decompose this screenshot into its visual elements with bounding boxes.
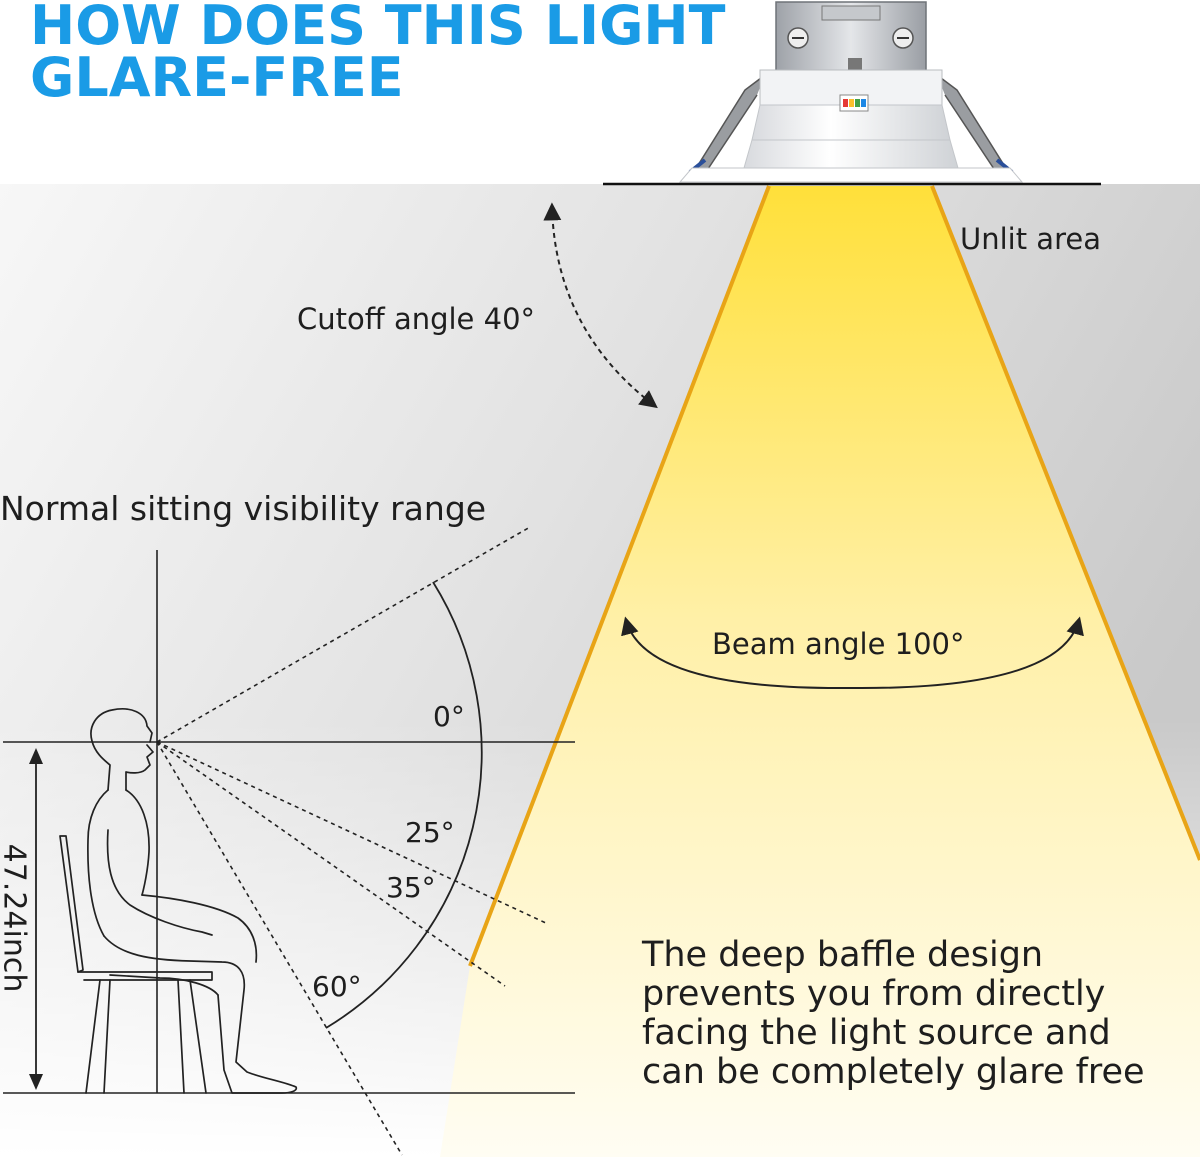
description-line-1: The deep baffle design — [642, 935, 1044, 975]
beam-edge-right — [930, 185, 1200, 861]
description-line-4: can be completely glare free — [642, 1052, 1145, 1092]
angle-35-label: 35° — [386, 871, 436, 904]
cutoff-angle-label: Cutoff angle 40° — [297, 302, 536, 336]
page-title: HOW DOES THIS LIGHT GLARE-FREE — [30, 0, 726, 109]
angle-25-label: 25° — [405, 816, 455, 849]
seated-person — [59, 708, 298, 1094]
height-dimension — [29, 748, 43, 1090]
beam-angle-label: Beam angle 100° — [712, 627, 965, 661]
downlight-fixture — [678, 1, 1024, 183]
visibility-arc — [325, 581, 483, 1029]
beam-edge-left — [468, 185, 771, 967]
angle-60-label: 60° — [312, 970, 362, 1003]
sight-line-60 — [156, 741, 403, 1156]
angle-0-label: 0° — [433, 700, 465, 733]
description-line-3: facing the light source and — [642, 1013, 1111, 1053]
cutoff-angle-arrow — [543, 202, 658, 409]
beam-angle-arrow — [621, 616, 1084, 690]
description-text: The deep baffle design prevents you from… — [642, 936, 1182, 1092]
title-line-1: HOW DOES THIS LIGHT — [30, 0, 726, 57]
visibility-lines — [3, 526, 575, 1156]
title-line-2: GLARE-FREE — [30, 46, 404, 109]
description-line-2: prevents you from directly — [642, 974, 1106, 1014]
light-beam — [440, 185, 1200, 1157]
sight-line-35 — [156, 741, 506, 987]
visibility-range-label: Normal sitting visibility range — [0, 489, 487, 528]
unlit-area-label: Unlit area — [960, 222, 1101, 256]
height-label: 47.24inch — [0, 843, 32, 993]
